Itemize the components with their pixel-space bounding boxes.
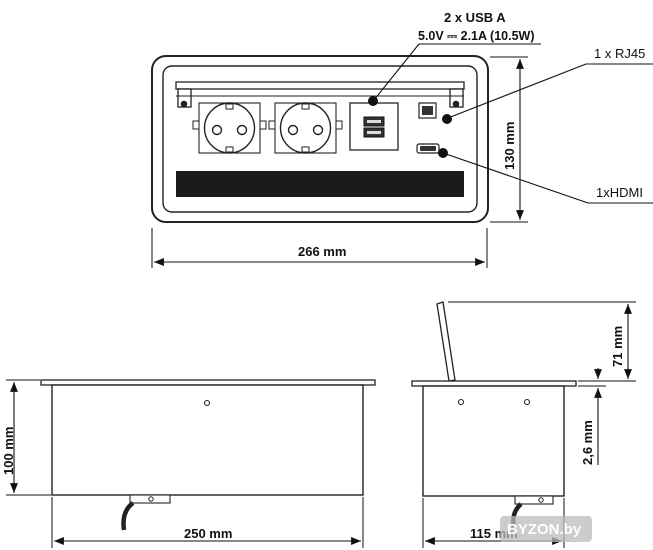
top-view: 2 x USB A 5.0V ⎓ 2.1A (10.5W) 1 x RJ45 1…	[151, 10, 653, 268]
hinge-screw-left	[180, 100, 188, 108]
side-view-screw-right	[523, 398, 531, 406]
front-view-flange	[40, 379, 376, 386]
power-socket-2	[268, 102, 343, 154]
front-view-screw	[203, 399, 211, 407]
hdmi-label: 1xHDMI	[596, 185, 643, 200]
flange-dimension-label: 2,6 mm	[580, 420, 595, 465]
usb-leader-dot	[368, 96, 378, 106]
top-height-dimension-label: 130 mm	[502, 122, 517, 170]
front-view-power-cable	[121, 494, 171, 531]
power-socket-1	[192, 102, 267, 154]
watermark-text: BYZON.by	[507, 521, 582, 538]
rj45-leader-dot	[442, 114, 452, 124]
top-width-dimension-label: 266 mm	[298, 244, 346, 259]
rj45-label: 1 x RJ45	[594, 46, 645, 61]
side-view-body	[422, 385, 565, 497]
byzon-watermark: BYZON.by	[500, 516, 592, 542]
front-view: 100 mm 250 mm	[1, 379, 376, 548]
usb-module	[349, 102, 399, 151]
rj45-port	[418, 102, 437, 119]
hinge-screw-right	[452, 100, 460, 108]
side-view-screw-left	[457, 398, 465, 406]
usb-title-label: 2 x USB A	[444, 10, 506, 25]
black-cover-strip	[176, 171, 464, 197]
lid-hinge-bar	[175, 81, 465, 90]
hdmi-leader-dot	[438, 148, 448, 158]
side-view-flange	[411, 380, 577, 387]
lid-height-dimension-label: 71 mm	[610, 326, 625, 367]
side-view: 71 mm 2,6 mm 115 mm	[411, 301, 636, 548]
front-height-dimension-label: 100 mm	[1, 427, 16, 475]
front-width-dimension-label: 250 mm	[184, 526, 232, 541]
hdmi-leader-line	[442, 152, 589, 204]
usb-leader-line	[373, 43, 420, 101]
side-view-open-lid	[436, 301, 456, 382]
usb-spec-label: 5.0V ⎓ 2.1A (10.5W)	[418, 29, 535, 43]
hdmi-port	[416, 143, 440, 154]
